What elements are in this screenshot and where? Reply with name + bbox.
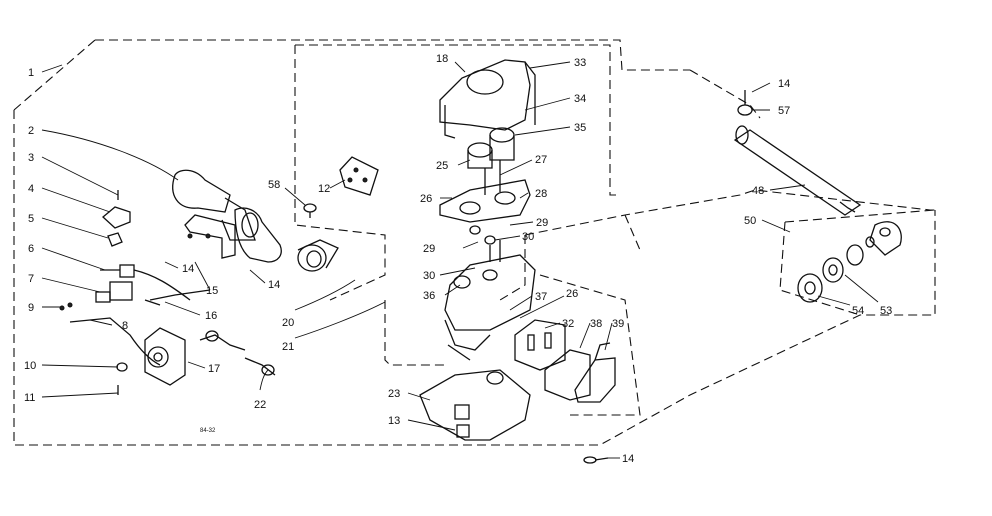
part-17-housing <box>144 327 186 386</box>
label-7: 7 <box>28 273 34 285</box>
label-13: 13 <box>388 415 400 427</box>
label-14-d: 14 <box>622 453 634 465</box>
label-20: 20 <box>282 317 294 329</box>
reference-labels: 1 2 3 4 5 6 7 8 9 10 11 12 13 14 14 14 1… <box>24 53 892 465</box>
label-53: 53 <box>880 305 892 317</box>
label-30-a: 30 <box>522 231 534 243</box>
part-12-plate <box>339 156 379 196</box>
part-elbow-fitting <box>865 221 902 256</box>
label-28: 28 <box>535 188 547 200</box>
label-30-b: 30 <box>423 270 435 282</box>
part-4-clip <box>102 190 131 229</box>
part-35-plungers <box>467 127 515 195</box>
label-10: 10 <box>24 360 36 372</box>
part-pilot-tube <box>234 207 282 263</box>
label-8: 8 <box>122 320 128 332</box>
part-53-fitting <box>822 244 864 283</box>
label-26-a: 26 <box>420 193 432 205</box>
part-33-cover <box>439 59 536 139</box>
part-2-bulb <box>172 169 256 241</box>
label-17: 17 <box>208 363 220 375</box>
label-57: 57 <box>778 105 790 117</box>
part-8-lead <box>69 289 211 366</box>
assembly-boundaries <box>13 39 936 446</box>
label-58: 58 <box>268 179 280 191</box>
part-5-clip <box>107 232 123 247</box>
part-10-fastener <box>116 362 128 372</box>
label-29-b: 29 <box>423 243 435 255</box>
label-39: 39 <box>612 318 624 330</box>
label-35: 35 <box>574 122 586 134</box>
label-21: 21 <box>282 341 294 353</box>
label-48: 48 <box>752 185 764 197</box>
part-15-bracket <box>184 214 236 259</box>
leader-lines <box>41 61 879 459</box>
label-9: 9 <box>28 302 34 314</box>
part-39-cover <box>574 342 616 403</box>
part-6-connector <box>100 264 191 301</box>
part-48-tube <box>733 125 862 216</box>
part-36-valve-body <box>444 254 536 361</box>
label-15: 15 <box>206 285 218 297</box>
label-12: 12 <box>318 183 330 195</box>
label-37: 37 <box>535 291 547 303</box>
part-57-clip <box>737 90 753 116</box>
part-28-gasket <box>439 179 531 223</box>
part-30-stems <box>469 225 501 262</box>
label-32: 32 <box>562 318 574 330</box>
label-6: 6 <box>28 243 34 255</box>
label-38: 38 <box>590 318 602 330</box>
part-58-screw <box>303 203 317 218</box>
label-1: 1 <box>28 67 34 79</box>
part-drawings <box>59 59 902 464</box>
part-54-nut <box>797 273 823 303</box>
label-27: 27 <box>535 154 547 166</box>
part-32-terminal <box>514 319 566 371</box>
part-22-pilot-line <box>199 330 276 376</box>
part-14-screw <box>583 456 609 464</box>
label-23: 23 <box>388 388 400 400</box>
part-7-switch <box>59 281 133 311</box>
label-11: 11 <box>24 392 35 404</box>
label-16: 16 <box>205 310 217 322</box>
label-3: 3 <box>28 152 34 164</box>
part-20-nut <box>297 239 339 272</box>
part-23-base-bracket <box>419 369 531 441</box>
label-26-b: 26 <box>566 288 578 300</box>
label-5: 5 <box>28 213 34 225</box>
label-34: 34 <box>574 93 586 105</box>
label-14-b: 14 <box>268 279 280 291</box>
label-14-a: 14 <box>182 263 194 275</box>
label-14-c: 14 <box>778 78 790 90</box>
label-22: 22 <box>254 399 266 411</box>
label-33: 33 <box>574 57 586 69</box>
label-25: 25 <box>436 160 448 172</box>
label-18: 18 <box>436 53 448 65</box>
label-2: 2 <box>28 125 34 137</box>
label-54: 54 <box>852 305 864 317</box>
label-50: 50 <box>744 215 756 227</box>
part-38-cover <box>544 349 591 401</box>
label-4: 4 <box>28 183 34 195</box>
label-36: 36 <box>423 290 435 302</box>
drawing-code: 84-32 <box>200 428 216 434</box>
label-29-a: 29 <box>536 217 548 229</box>
